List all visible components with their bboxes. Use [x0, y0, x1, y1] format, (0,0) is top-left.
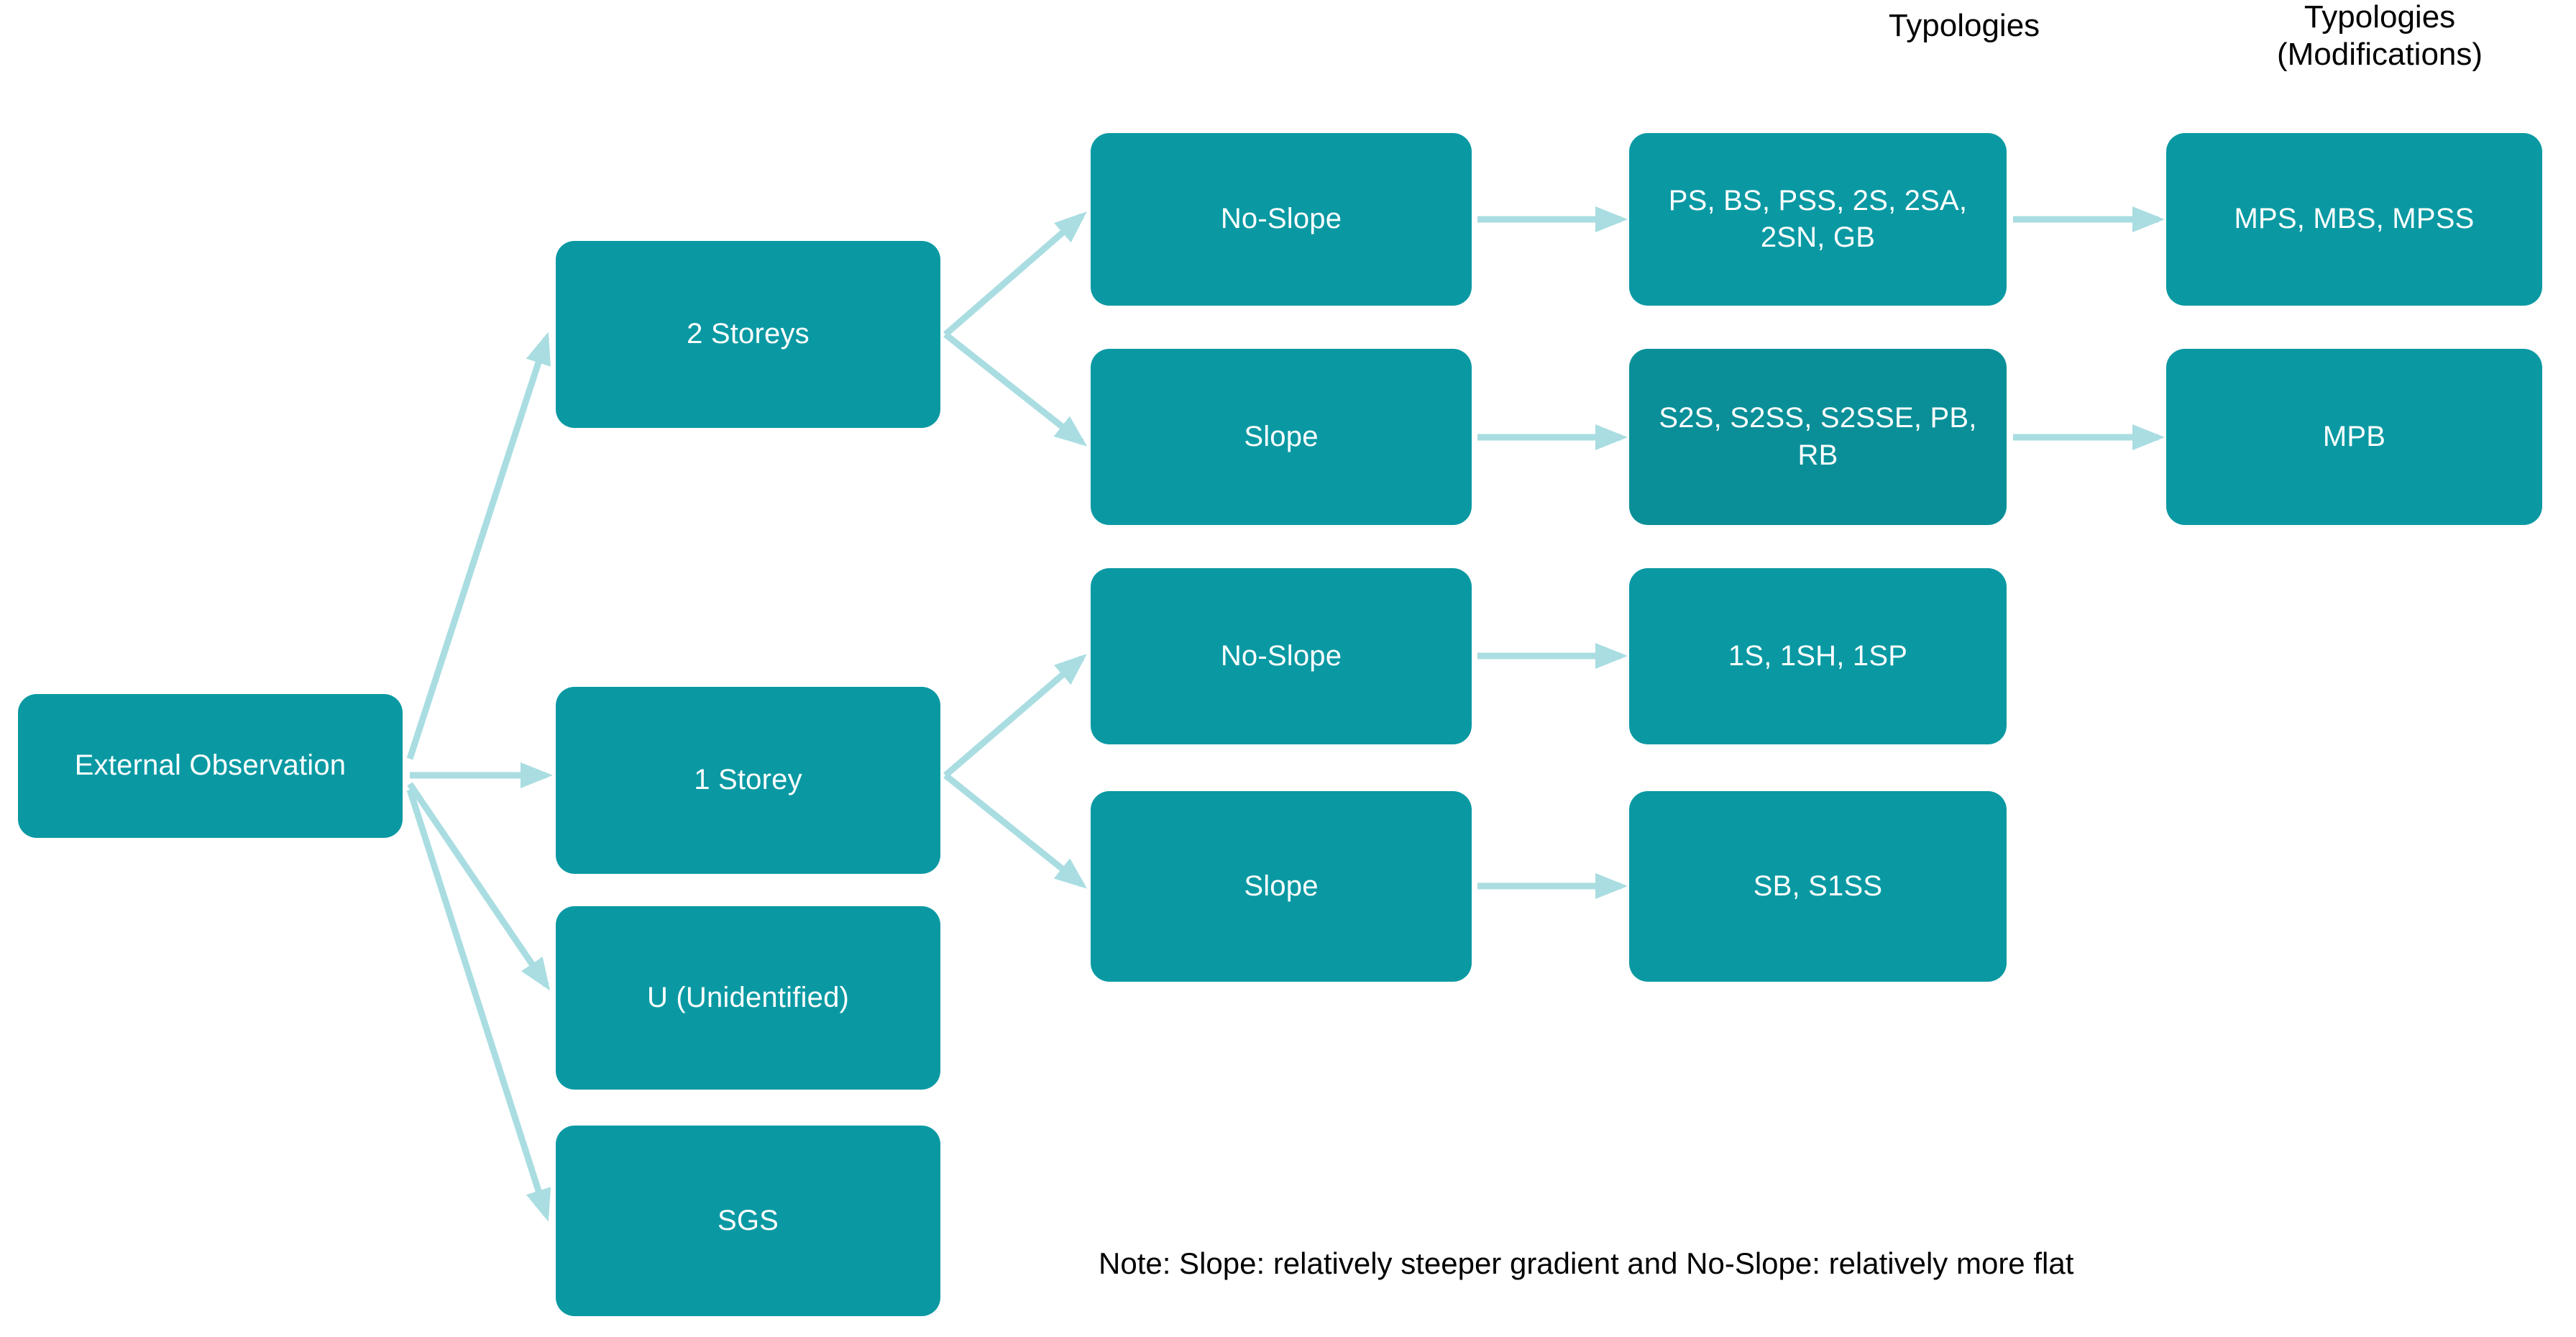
- node-label: 2 Storeys: [687, 318, 810, 350]
- column-header-typologies: Typologies: [1820, 7, 2108, 45]
- edge-one-to-no-slope: [943, 654, 1087, 778]
- node-unidentified[interactable]: U (Unidentified): [556, 906, 940, 1090]
- node-label: SB, S1SS: [1753, 870, 1883, 902]
- node-label: U (Unidentified): [646, 981, 850, 1013]
- node-typ-1-slope[interactable]: SB, S1SS: [1629, 791, 2007, 982]
- node-typ-2-slope[interactable]: S2S, S2SS, S2SSE, PB, RB: [1629, 349, 2007, 525]
- column-header-line: Typologies: [2304, 0, 2456, 35]
- column-header-line: Typologies: [1888, 8, 2040, 43]
- note-text: Note: Slope: relatively steeper gradient…: [1099, 1246, 2074, 1280]
- node-label: 1 Storey: [694, 764, 802, 796]
- node-label: External Observation: [74, 749, 347, 782]
- node-label: S2S, S2SS, S2SSE, PB, RB: [1659, 402, 1977, 471]
- node-label: No-Slope: [1220, 639, 1342, 672]
- node-label: Slope: [1244, 420, 1319, 452]
- edge-external-to-two-storeys: [406, 332, 551, 760]
- edge-external-to-sgs: [406, 788, 551, 1222]
- edge-external-to-unidentified: [407, 782, 551, 991]
- edge-one-to-slope: [943, 772, 1088, 889]
- node-one-slope[interactable]: Slope: [1091, 791, 1472, 982]
- node-sgs[interactable]: SGS: [556, 1126, 940, 1316]
- column-header-typologies-modifications: Typologies(Modifications): [2229, 0, 2531, 73]
- node-label: No-Slope: [1220, 203, 1342, 235]
- node-typ-1-no-slope[interactable]: 1S, 1SH, 1SP: [1629, 568, 2007, 744]
- column-header-line: (Modifications): [2276, 36, 2483, 72]
- node-label: MPS, MBS, MPSS: [2234, 203, 2475, 235]
- node-label: MPB: [2322, 420, 2386, 452]
- node-external-observation[interactable]: External Observation: [18, 694, 403, 838]
- edge-two-to-slope: [943, 332, 1088, 447]
- edge-two-to-no-slope: [943, 211, 1087, 337]
- node-label: 1S, 1SH, 1SP: [1728, 639, 1908, 672]
- node-one-storey[interactable]: 1 Storey: [556, 687, 940, 874]
- node-two-storeys[interactable]: 2 Storeys: [556, 241, 940, 428]
- node-label: SGS: [717, 1204, 779, 1236]
- node-two-slope[interactable]: Slope: [1091, 349, 1472, 525]
- node-mod-slope[interactable]: MPB: [2166, 349, 2542, 525]
- node-typ-2-no-slope[interactable]: PS, BS, PSS, 2S, 2SA, 2SN, GB: [1629, 133, 2007, 306]
- node-mod-no-slope[interactable]: MPS, MBS, MPSS: [2166, 133, 2542, 306]
- node-label: Slope: [1244, 870, 1319, 902]
- node-two-no-slope[interactable]: No-Slope: [1091, 133, 1472, 306]
- node-one-no-slope[interactable]: No-Slope: [1091, 568, 1472, 744]
- node-label: PS, BS, PSS, 2S, 2SA, 2SN, GB: [1668, 184, 1968, 253]
